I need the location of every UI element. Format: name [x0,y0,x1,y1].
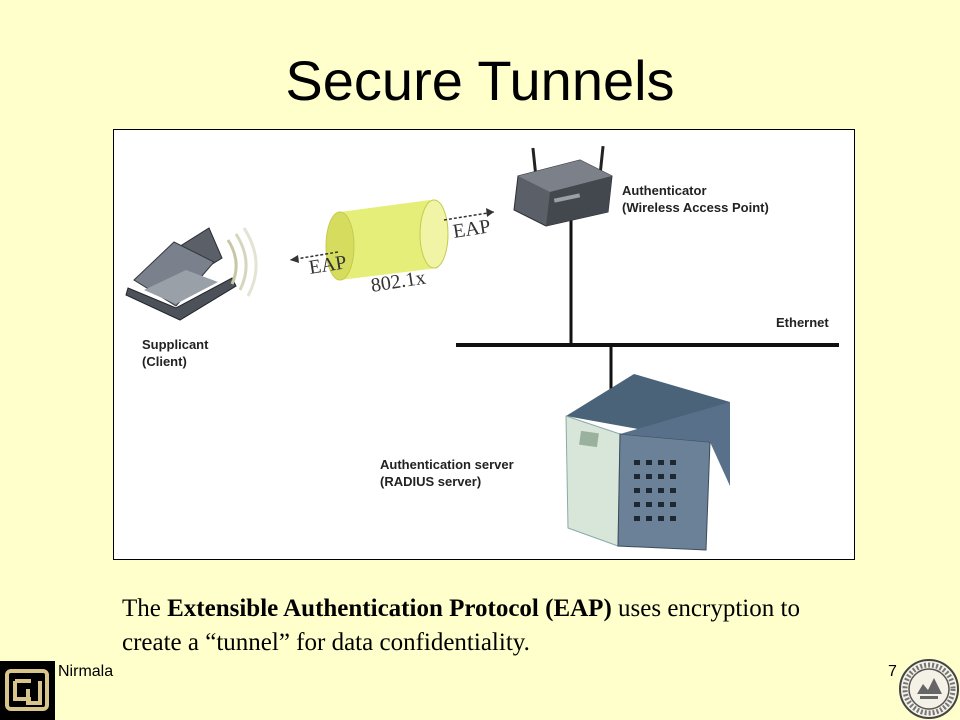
ethernet-label: Ethernet [776,315,829,330]
tunnel-cylinder [325,199,449,281]
network-diagram: EAP EAP 802.1x [113,129,855,560]
server-icon [565,374,730,551]
eap-arrow-right [443,208,495,221]
slide-caption: The Extensible Authentication Protocol (… [122,595,800,656]
eap-arrow-left [289,251,339,263]
slide-title: Secure Tunnels [285,49,675,112]
auth-server-label: Authentication server (RADIUS server) [380,457,514,489]
access-point-icon [513,145,613,227]
laptop-icon [125,227,258,321]
supplicant-label: Supplicant (Client) [142,337,209,369]
eap-label-right: EAP [451,215,492,243]
footer-author: Nirmala [58,663,114,680]
page-number: 7 [888,663,897,680]
caption-bold-term: Extensible Authentication Protocol (EAP) [167,595,612,622]
university-logo-icon [0,661,55,720]
university-seal-icon [899,659,959,719]
authenticator-label: Authenticator (Wireless Access Point) [622,183,769,215]
